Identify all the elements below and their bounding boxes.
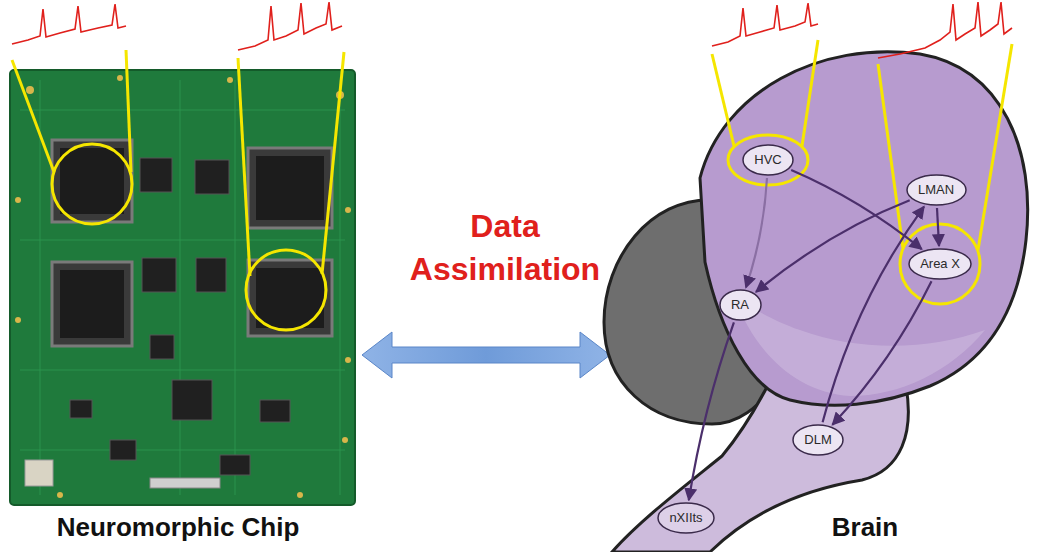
nucleus-label: DLM (804, 432, 831, 448)
brain-nucleus: DLM (792, 424, 844, 456)
center-title: Data Assimilation (390, 205, 620, 291)
brain-nucleus: nXIIts (657, 502, 715, 534)
pathway-arrow (937, 208, 939, 246)
nucleus-label: Area X (920, 256, 960, 272)
brain-spike-callouts (712, 2, 1012, 304)
brain-nucleus: LMAN (906, 174, 967, 206)
pathway-arrow (832, 281, 931, 424)
spike-callouts (12, 2, 344, 330)
nucleus-label: HVC (754, 152, 781, 168)
brain-nucleus: HVC (742, 144, 794, 176)
pathway-arrow (756, 200, 910, 292)
nucleus-label: RA (731, 297, 749, 313)
pathway-arrow (689, 322, 734, 500)
brain-illustration (604, 52, 1028, 552)
panel-caption: Neuromorphic Chip (13, 510, 343, 545)
pathway-arrow (746, 178, 767, 288)
pathway-arrow (823, 207, 924, 423)
nucleus-label: nXIIts (669, 510, 702, 526)
brain-nucleus: Area X (908, 248, 972, 280)
nucleus-label: LMAN (918, 182, 954, 198)
neuromorphic-board (10, 70, 355, 505)
panel-caption: Brain (785, 510, 945, 545)
brain-nucleus: RA (719, 289, 762, 321)
assimilation-arrow (362, 332, 610, 378)
